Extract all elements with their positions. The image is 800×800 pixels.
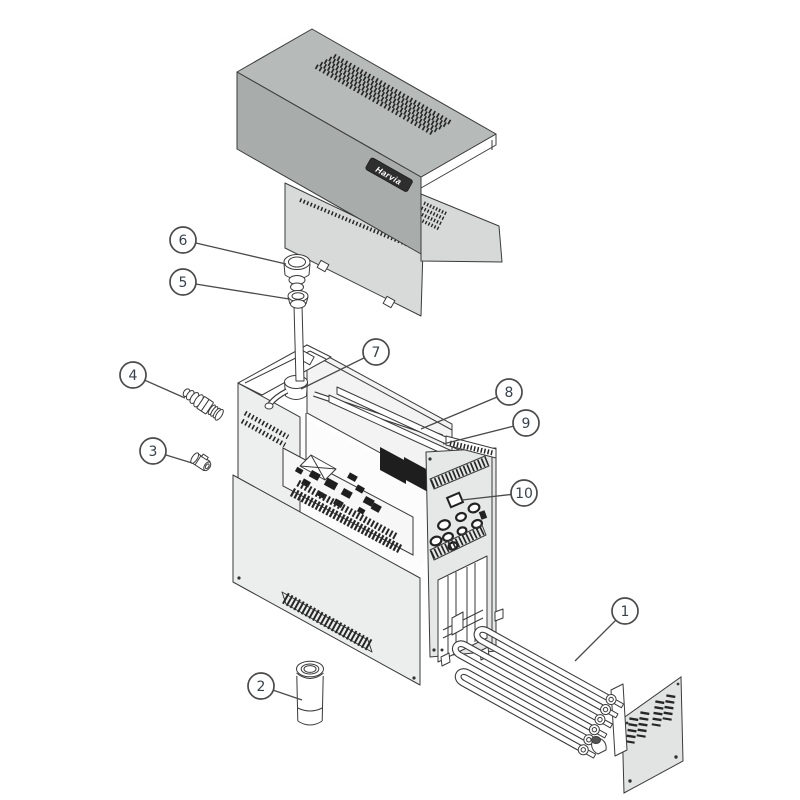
callout-4: 4 bbox=[119, 361, 186, 399]
hose-fitting bbox=[182, 388, 224, 421]
callout-1: 1 bbox=[574, 597, 639, 662]
callout-9: 9 bbox=[442, 409, 540, 445]
connector-nut bbox=[190, 452, 212, 472]
callout-10: 10 bbox=[461, 479, 538, 507]
callout-2-label: 2 bbox=[257, 679, 266, 695]
element-mounting-plate bbox=[621, 676, 684, 794]
heater-tubes bbox=[451, 626, 625, 759]
callout-4-label: 4 bbox=[129, 368, 138, 384]
callout-7: 7 bbox=[300, 338, 390, 390]
pipe-nut bbox=[283, 254, 311, 292]
end-rail-bracket bbox=[445, 435, 497, 459]
callout-7-label: 7 bbox=[372, 345, 381, 361]
callout-1-label: 1 bbox=[621, 604, 630, 620]
callout-9-label: 9 bbox=[522, 416, 531, 432]
callout-8: 8 bbox=[420, 378, 523, 430]
end-panel-slot bbox=[445, 491, 465, 509]
relay-block bbox=[404, 457, 428, 492]
top-cover: Harvia bbox=[236, 28, 497, 255]
circuit-board bbox=[282, 447, 428, 556]
pipe-seal bbox=[287, 290, 309, 309]
cabinet-frame bbox=[232, 344, 504, 686]
callout-3-label: 3 bbox=[149, 444, 158, 460]
callout-5: 5 bbox=[169, 268, 290, 300]
element-terminals bbox=[577, 694, 625, 759]
callout-3: 3 bbox=[139, 437, 193, 465]
plate-louvers bbox=[625, 694, 676, 744]
callout-2: 2 bbox=[247, 672, 303, 701]
cover-vent-slots bbox=[314, 53, 453, 136]
heating-element-assembly bbox=[451, 626, 684, 794]
callout-5-label: 5 bbox=[179, 275, 188, 291]
callout-8-label: 8 bbox=[505, 385, 514, 401]
callout-6-label: 6 bbox=[179, 233, 188, 249]
cable-grommets bbox=[429, 502, 483, 551]
drain-sleeve bbox=[296, 660, 324, 726]
relay-block bbox=[380, 447, 406, 484]
callout-6: 6 bbox=[169, 226, 287, 265]
steam-pipe-assembly bbox=[283, 254, 311, 382]
callout-10-label: 10 bbox=[515, 486, 533, 502]
cabinet-front-face bbox=[232, 474, 421, 686]
